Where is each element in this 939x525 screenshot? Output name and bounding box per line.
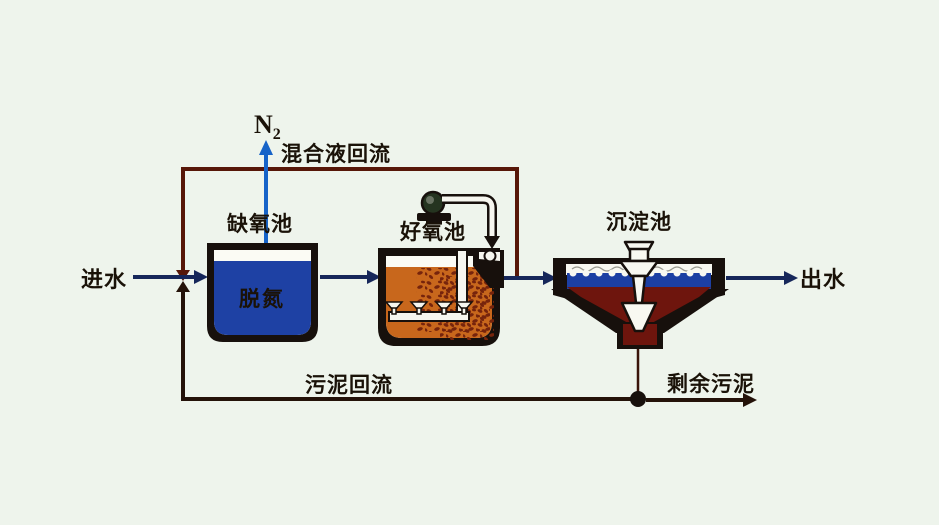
outflow-label: 出水 — [800, 267, 846, 292]
aerobic-to-clarifier-arrowhead — [543, 271, 557, 285]
diffuser-icon — [384, 301, 404, 315]
diffuser-manifold — [388, 311, 470, 322]
sludge-return-line — [176, 281, 646, 407]
aerobic-tank — [378, 248, 500, 346]
center-feed-well — [618, 240, 660, 333]
excess-sludge-label: 剩余污泥 — [667, 372, 755, 396]
diffuser-icon — [434, 301, 454, 315]
excess-sludge-arrow — [646, 393, 757, 407]
sludge-return-label: 污泥回流 — [305, 373, 393, 397]
anoxic-to-aerobic-arrowhead — [367, 270, 381, 284]
inflow-label: 进水 — [81, 267, 127, 292]
diffuser-icon — [409, 301, 429, 315]
n2-label: N2 — [254, 110, 281, 143]
aerobic-tank-label: 好氧池 — [399, 220, 466, 244]
n2-base: N — [254, 110, 273, 139]
outflow-arrowhead — [784, 271, 798, 285]
air-blower-icon — [417, 190, 451, 224]
anoxic-tank — [207, 243, 318, 342]
pipe-outlet-arrowhead — [484, 236, 500, 249]
air-pipe — [442, 194, 497, 236]
ball-valve-icon — [483, 249, 497, 263]
mixed-liquor-return-label: 混合液回流 — [281, 142, 391, 166]
anoxic-tank-water — [214, 261, 311, 335]
denitrification-label: 脱氮 — [239, 287, 285, 311]
outlet-chute — [473, 236, 504, 288]
underflow-box-sludge — [623, 324, 657, 345]
diffuser-icons — [384, 301, 474, 315]
settling-tank-label: 沉淀池 — [606, 210, 672, 234]
anoxic-tank-label: 缺氧池 — [227, 212, 293, 236]
diffuser-icon — [454, 301, 474, 315]
n2-arrow — [259, 140, 273, 246]
flow-arrows — [133, 270, 798, 285]
return-up-arrowhead — [176, 281, 190, 292]
sludge-junction-dot — [630, 391, 646, 407]
inflow-arrowhead — [194, 270, 208, 284]
settling-tank — [551, 240, 729, 349]
n2-subscript: 2 — [273, 126, 281, 143]
